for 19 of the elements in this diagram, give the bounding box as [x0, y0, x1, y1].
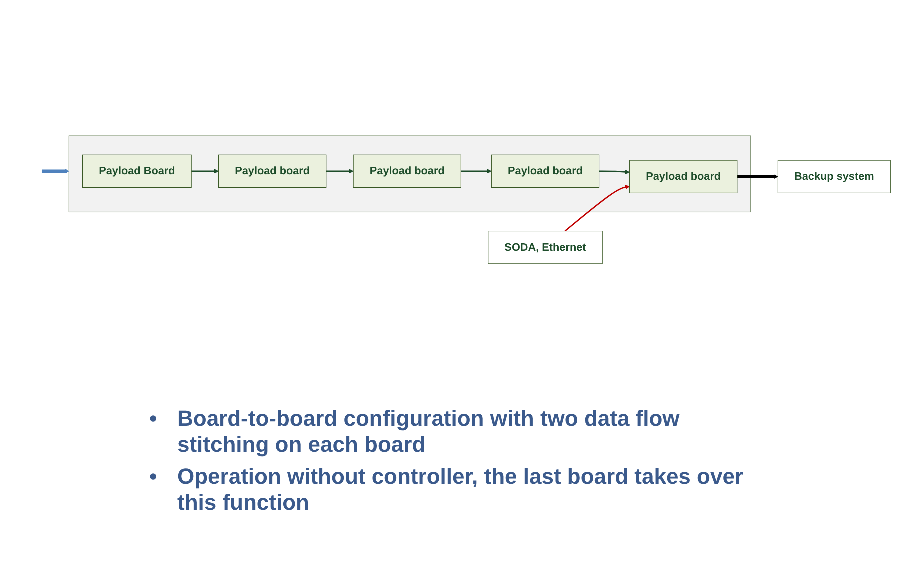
- node-box: [488, 231, 602, 264]
- arrow: [41, 169, 69, 174]
- arrow: [736, 174, 778, 180]
- node-box: [777, 160, 890, 194]
- arrow: [564, 185, 630, 232]
- bullet-text: Board-to-board configuration with two data flow stitching on each board: [178, 406, 681, 458]
- diagram: Payload Board Payload board Payload board Payload board Payload board SODA, Ethernet Backup system: [4, 0, 894, 400]
- node-box: [490, 154, 600, 188]
- bullet-marker: •: [150, 464, 158, 490]
- node-box: [218, 154, 326, 188]
- node-box: [352, 154, 461, 188]
- bullet-marker: •: [150, 406, 158, 432]
- arrow: [326, 169, 354, 174]
- arrow: [191, 169, 218, 174]
- bullet-text: Operation without controller, the last board takes over this function: [178, 464, 744, 516]
- node-box: [629, 160, 738, 194]
- arrow: [598, 170, 630, 175]
- node-box: [82, 154, 192, 188]
- arrow: [460, 169, 492, 174]
